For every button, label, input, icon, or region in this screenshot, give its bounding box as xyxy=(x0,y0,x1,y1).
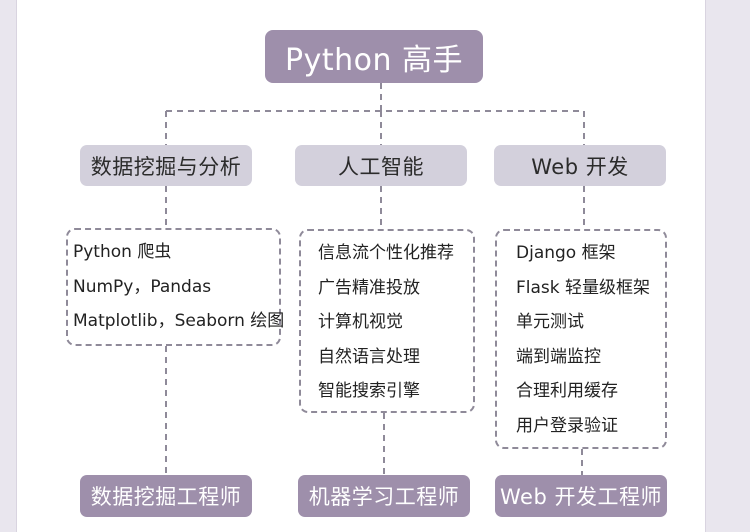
skill-item: 单元测试 xyxy=(516,312,584,332)
role-node-web-engineer: Web 开发工程师 xyxy=(495,475,667,517)
skill-item: 自然语言处理 xyxy=(318,346,420,367)
category-node-web-dev: Web 开发 xyxy=(494,145,666,186)
skill-item: 智能搜索引擎 xyxy=(318,381,420,401)
skill-item: Django 框架 xyxy=(516,243,616,263)
skill-item: Matplotlib，Seaborn 绘图 xyxy=(73,311,285,331)
skill-item: 端到端监控 xyxy=(516,346,601,367)
skills-box-web-dev: Django 框架 Flask 轻量级框架 单元测试 端到端监控 合理利用缓存 … xyxy=(495,229,667,449)
root-node-python-expert: Python 高手 xyxy=(265,30,483,83)
category-node-data-mining: 数据挖掘与分析 xyxy=(80,145,252,186)
skill-item: 计算机视觉 xyxy=(318,312,403,332)
skill-item: NumPy，Pandas xyxy=(73,276,212,297)
role-node-data-mining-engineer: 数据挖掘工程师 xyxy=(80,475,252,517)
skill-item: Flask 轻量级框架 xyxy=(516,277,651,298)
category-node-ai: 人工智能 xyxy=(295,145,467,186)
skill-item: 广告精准投放 xyxy=(318,277,420,298)
skills-box-data-mining: Python 爬虫 NumPy，Pandas Matplotlib，Seabor… xyxy=(66,228,285,346)
skills-box-ai: 信息流个性化推荐 广告精准投放 计算机视觉 自然语言处理 智能搜索引擎 xyxy=(299,229,475,413)
skill-item: 信息流个性化推荐 xyxy=(318,243,454,263)
skill-item: 用户登录验证 xyxy=(516,415,618,436)
skill-item: 合理利用缓存 xyxy=(516,381,618,401)
skill-item: Python 爬虫 xyxy=(73,242,172,262)
role-node-ml-engineer: 机器学习工程师 xyxy=(298,475,470,517)
